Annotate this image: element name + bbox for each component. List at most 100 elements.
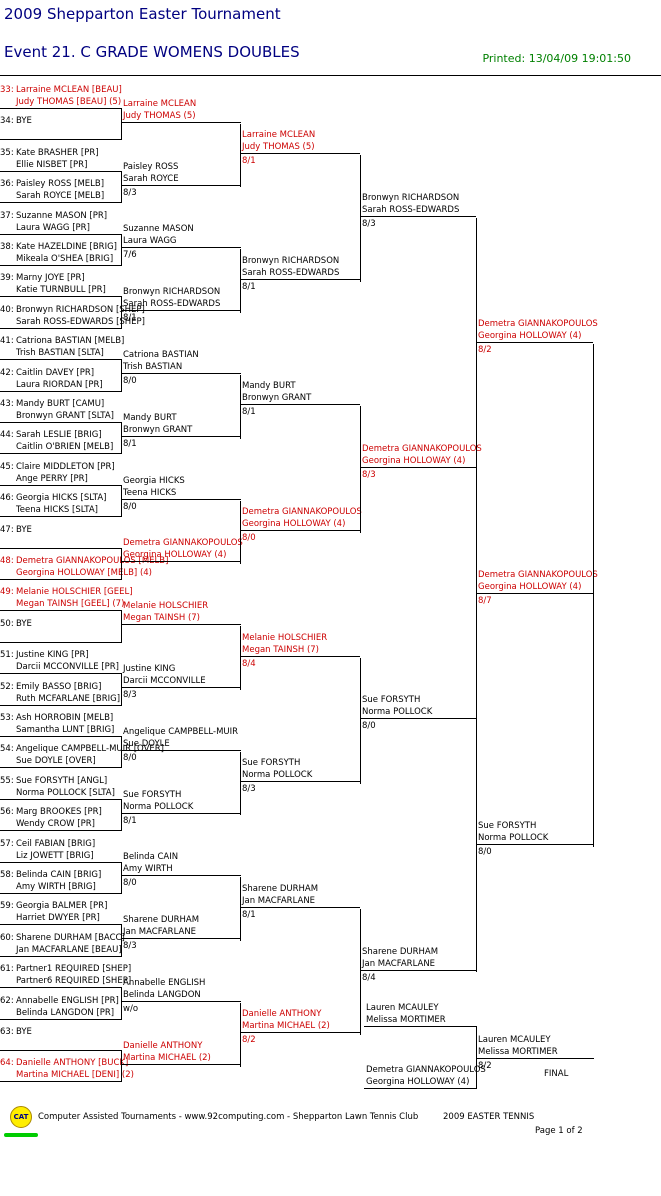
draw-line [0,1050,121,1051]
draw-player-1: Partner1 REQUIRED [SHEP] [16,964,132,975]
connector-line [121,233,122,266]
connector-line [240,626,241,690]
playoff-top-player-2: Melissa MORTIMER [366,1015,446,1025]
winner-player-2: Martina MICHAEL (2) [242,1021,330,1032]
winner-player-1: Demetra GIANNAKOPOULOS [478,318,598,329]
draw-line [0,641,121,643]
draw-player-1: Paisley ROSS [MELB] [16,179,105,190]
draw-player-2: Wendy CROW [PR] [16,819,95,830]
draw-player-1: Sarah LESLIE [BRIG] [16,430,102,441]
winner-line [476,592,593,594]
connector-line [240,877,241,942]
match-score: 8/7 [478,595,492,606]
winner-player-1: Catriona BASTIAN [123,349,199,360]
draw-player-2: Ruth MCFARLANE [BRIG] [16,693,121,704]
match-score: 8/3 [242,784,256,795]
draw-line [0,170,121,172]
winner-line [121,686,241,688]
draw-player-2: Liz JOWETT [BRIG] [16,850,94,861]
winner-player-1: Belinda CAIN [123,852,179,863]
draw-player-2: Megan TAINSH [GEEL] (7) [16,599,125,610]
draw-player-1: Suzanne MASON [PR] [16,210,108,221]
winner-player-2: Megan TAINSH (7) [242,644,319,655]
connector-line [121,547,122,580]
draw-line [0,798,121,800]
winner-line [121,749,241,751]
winner-player-1: Melanie HOLSCHIER [123,601,209,612]
draw-line [0,327,121,329]
playoff-connector-line [476,1026,477,1089]
winner-player-1: Demetra GIANNAKOPOULOS [362,444,482,455]
connector-line [121,673,122,706]
draw-line [0,704,121,706]
draw-player-1: Justine KING [PR] [16,650,89,661]
draw-line [0,955,121,957]
draw-line [0,579,121,580]
winner-player-1: Justine KING [123,663,176,674]
connector-line [121,484,122,518]
draw-line [0,987,121,989]
winner-player-2: Jan MACFARLANE [123,927,197,938]
connector-line [476,217,477,471]
connector-line [121,296,122,329]
winner-player-2: Sarah ROSS-EDWARDS [362,204,460,215]
footer-event: 2009 EASTER TENNIS [443,1112,535,1122]
draw-position: 48: [0,556,14,566]
draw-line [0,736,121,737]
connector-line [360,406,361,533]
winner-line [121,1000,241,1002]
connector-line [121,170,122,204]
draw-line [0,453,121,455]
logo-underline [4,1133,38,1137]
draw-player-1: Kate BRASHER [PR] [16,147,99,158]
cat-logo-icon: CAT [10,1106,32,1128]
winner-player-1: Angelique CAMPBELL-MUIR [123,726,239,737]
draw-player-1: Catriona BASTIAN [MELB] [16,336,125,347]
draw-player-1: Melanie HOLSCHIER [GEEL] [16,587,133,598]
draw-player-2: Caitlin O'BRIEN [MELB] [16,442,114,453]
winner-player-2: Belinda LANGDON [123,989,201,1000]
winner-player-2: Amy WIRTH [123,864,173,875]
draw-line [0,233,121,235]
winner-player-2: Jan MACFARLANE [242,895,316,906]
draw-player-2: Darcii MCCONVILLE [PR] [16,662,119,673]
draw-position: 46: [0,493,14,504]
draw-position: 33: [0,85,14,95]
draw-player-2: Belinda LANGDON [PR] [16,1007,115,1018]
draw-line [0,359,121,361]
draw-player-2: Judy THOMAS [BEAU] (5) [16,97,122,107]
winner-line [121,561,241,563]
draw-player-2: Sarah ROSS-EDWARDS [SHEP] [16,316,145,327]
header-rule [0,75,661,76]
connector-line [240,751,241,816]
draw-player-1: Marny JOYE [PR] [16,273,85,284]
draw-line [0,139,121,141]
winner-line [360,718,476,720]
winner-player-2: Teena HICKS [123,487,177,498]
winner-player-2: Jan MACFARLANE [362,958,436,969]
event-title: Event 21. C GRADE WOMENS DOUBLES [4,43,300,61]
draw-player-2: Sarah ROYCE [MELB] [16,191,105,202]
playoff-score: 8/2 [478,1061,492,1071]
match-score: 8/3 [362,218,376,229]
draw-line [0,547,121,549]
draw-player-1: Larraine MCLEAN [BEAU] [16,85,122,95]
draw-player-2: Ellie NISBET [PR] [16,159,88,170]
connector-line [360,657,361,785]
winner-player-1: Demetra GIANNAKOPOULOS [242,506,362,517]
connector-line [240,1002,241,1067]
winner-player-1: Bronwyn RICHARDSON [362,192,460,203]
draw-player-2: Norma POLLOCK [SLTA] [16,787,115,798]
winner-player-1: Suzanne MASON [123,224,194,235]
draw-line [0,610,121,612]
match-score: 8/3 [123,941,137,952]
match-score: 8/0 [362,721,376,732]
match-score: w/o [123,1003,139,1014]
winner-player-2: Sue DOYLE [123,738,170,749]
draw-player-2: Jan MACFARLANE [BEAU] [16,944,122,955]
draw-player-2: Harriet DWYER [PR] [16,913,100,924]
draw-line [0,484,121,486]
draw-line [0,265,121,266]
winner-player-1: Paisley ROSS [123,161,179,172]
draw-player-1: Georgia HICKS [SLTA] [16,493,107,504]
